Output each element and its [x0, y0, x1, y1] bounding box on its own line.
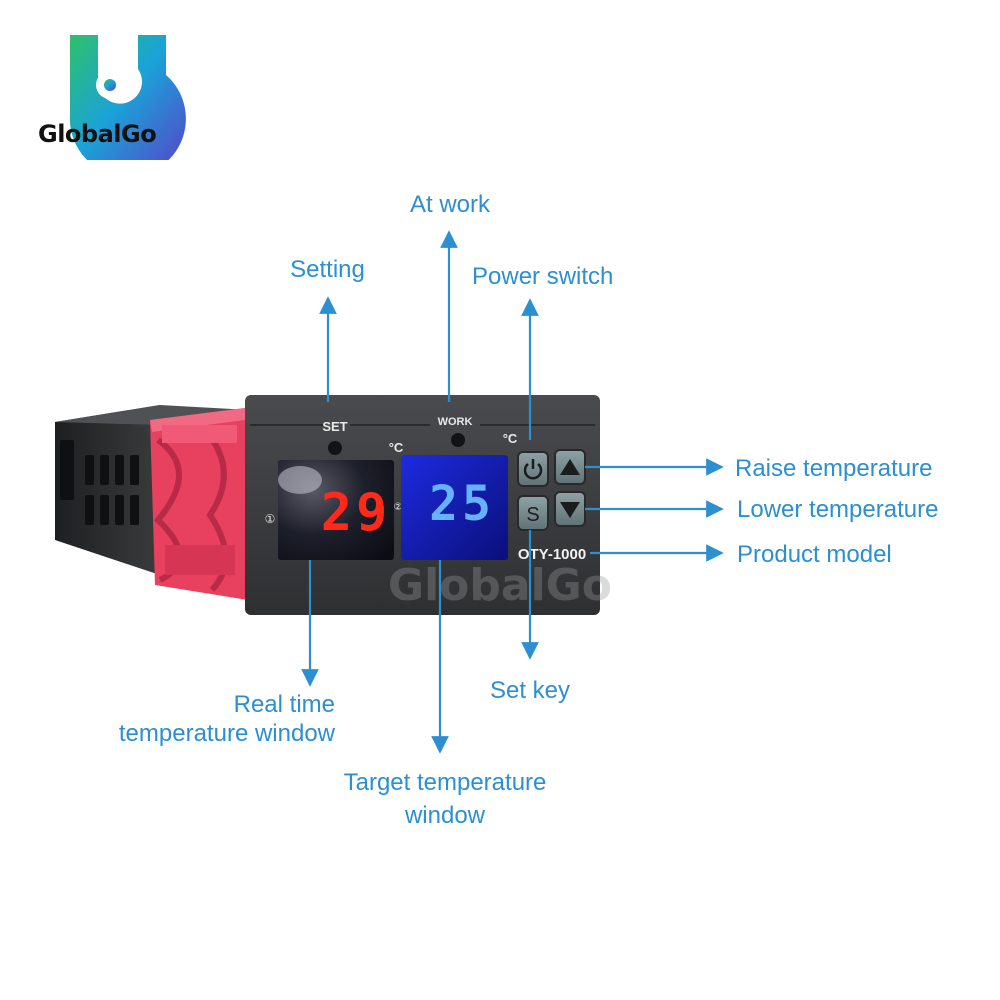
work-indicator-label: WORK	[438, 416, 473, 428]
target-display	[401, 455, 508, 560]
work-indicator-led	[451, 433, 465, 447]
callout-real-time-line1: Real time	[233, 691, 335, 718]
mounting-bracket	[150, 408, 248, 600]
callout-real-time-line2: temperature window	[118, 720, 335, 747]
callout-lower-temperature: Lower temperature	[737, 496, 939, 523]
model-label: OTY-1000	[518, 546, 586, 563]
watermark-text: GlobalGo	[388, 560, 612, 611]
callout-at-work: At work	[409, 191, 490, 218]
brand-name: GlobalGo	[38, 120, 157, 148]
callout-power-switch: Power switch	[472, 263, 614, 290]
callout-target-line1: Target temperature	[343, 769, 547, 796]
marker-1: ①	[265, 512, 276, 526]
unit-left-label: °C	[389, 440, 404, 455]
callout-target-line2: window	[404, 802, 486, 829]
set-key-label: S	[526, 504, 539, 526]
device-rear-body	[55, 405, 250, 575]
set-indicator-label: SET	[322, 419, 347, 434]
callout-target: Target temperature window	[315, 768, 575, 830]
target-value: 25	[429, 476, 495, 532]
marker-2: ②	[394, 502, 403, 513]
power-icon	[523, 459, 543, 480]
lower-key[interactable]	[554, 491, 586, 527]
set-indicator-led	[328, 441, 342, 455]
raise-key[interactable]	[554, 449, 586, 485]
triangle-down-icon	[560, 502, 580, 518]
unit-right-label: °C	[503, 431, 518, 446]
callout-set-key: Set key	[489, 677, 571, 704]
real-time-value: 29	[321, 483, 392, 543]
callout-arrows	[301, 230, 724, 754]
callout-raise-temperature: Raise temperature	[735, 455, 933, 482]
power-key[interactable]	[517, 451, 549, 487]
globalgo-logo	[69, 35, 186, 160]
triangle-up-icon	[560, 459, 580, 475]
callout-real-time: Real time temperature window	[80, 690, 335, 748]
set-key[interactable]: S	[517, 495, 549, 531]
callout-setting: Setting	[290, 256, 365, 283]
callout-product-model: Product model	[737, 541, 892, 568]
